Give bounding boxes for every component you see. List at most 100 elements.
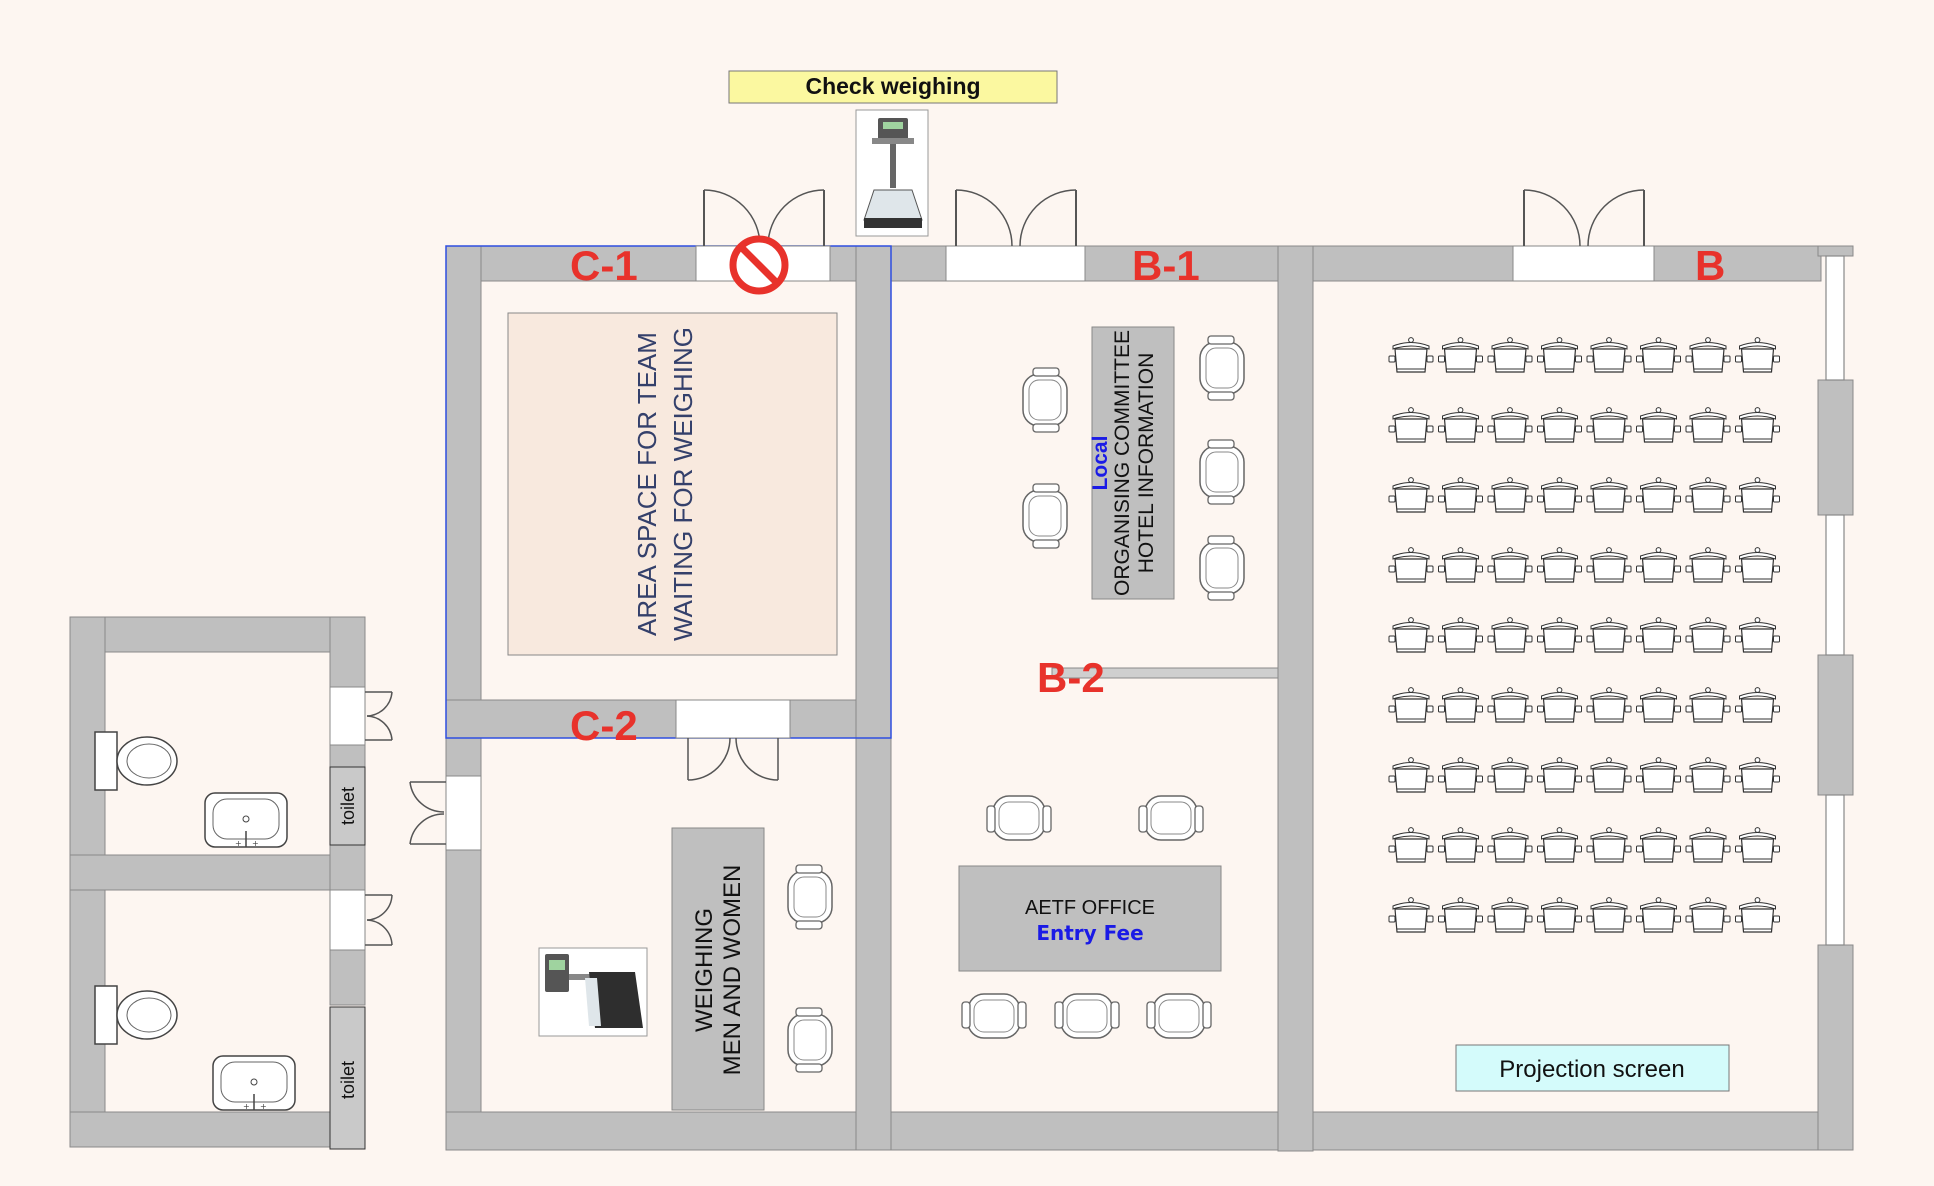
seat-icon — [1685, 686, 1731, 723]
c1-area-outline — [445, 245, 892, 739]
toilet-sign-bottom — [329, 1006, 366, 1150]
toilet-icon — [94, 731, 178, 791]
door-label-b: B — [1695, 242, 1725, 289]
weighing-line1: WEIGHING — [691, 908, 718, 1032]
seat-icon — [1388, 616, 1434, 653]
seat-icon — [1437, 896, 1484, 933]
windows — [1825, 255, 1845, 946]
seat-icon — [1437, 477, 1484, 513]
seat-icon — [1536, 686, 1583, 723]
chair-icon — [787, 864, 833, 930]
seat-icon — [1734, 477, 1781, 513]
no-entry-icon — [729, 235, 789, 295]
door-b1[interactable] — [945, 189, 1086, 282]
projection-screen — [1455, 1044, 1730, 1092]
seat-icon — [1635, 686, 1682, 723]
seat-icon — [1734, 896, 1781, 933]
door-label-c1: C-1 — [570, 242, 638, 289]
seat-icon — [1586, 826, 1632, 863]
door-label-b1: B-1 — [1132, 242, 1200, 289]
seat-icon — [1437, 686, 1484, 723]
seat-icon — [1487, 826, 1533, 863]
chair-icon — [1022, 483, 1068, 549]
seat-icon — [1734, 407, 1781, 443]
seat-icon — [1437, 756, 1484, 793]
seating-grid — [1388, 337, 1781, 933]
seat-icon — [1635, 826, 1682, 863]
seat-icon — [1487, 477, 1533, 513]
chair-icon — [1199, 535, 1245, 601]
seat-icon — [1437, 826, 1484, 863]
chair-icon — [1022, 367, 1068, 433]
toilet-sign-top — [329, 766, 366, 846]
seat-icon — [1685, 826, 1731, 863]
weighing-scale-icon — [538, 947, 648, 1037]
door-toilet-bottom[interactable] — [329, 889, 393, 951]
seat-icon — [1487, 616, 1533, 653]
seat-icon — [1685, 756, 1731, 793]
seat-icon — [1586, 686, 1632, 723]
seat-icon — [1536, 407, 1583, 443]
door-label-b2: B-2 — [1037, 654, 1105, 701]
aetf-office-label: AETF OFFICE — [1025, 897, 1155, 919]
seat-icon — [1685, 407, 1731, 443]
sink-icon — [204, 792, 288, 849]
chair-icon — [1199, 439, 1245, 505]
seat-icon — [1388, 337, 1434, 373]
seat-icon — [1536, 896, 1583, 933]
chair-icon — [1138, 795, 1204, 841]
seat-icon — [1635, 896, 1682, 933]
door-b[interactable] — [1512, 189, 1655, 282]
seat-icon — [1536, 616, 1583, 653]
seat-icon — [1388, 826, 1434, 863]
chair-icon — [1199, 335, 1245, 401]
waiting-area-line1: AREA SPACE FOR TEAM — [632, 332, 662, 636]
organising-desk — [1091, 326, 1175, 600]
seat-icon — [1487, 756, 1533, 793]
chair-icon — [986, 795, 1052, 841]
seat-icon — [1586, 546, 1632, 583]
seat-icon — [1635, 756, 1682, 793]
seat-icon — [1734, 826, 1781, 863]
seat-icon — [1388, 896, 1434, 933]
chair-icon — [1054, 993, 1120, 1039]
chair-icon — [961, 993, 1027, 1039]
check-weighing-scale-icon — [855, 109, 929, 237]
seat-icon — [1536, 337, 1583, 373]
door-weighing-side[interactable] — [409, 775, 482, 851]
seat-icon — [1635, 546, 1682, 583]
seat-icon — [1437, 407, 1484, 443]
weighing-desk — [671, 827, 765, 1111]
seat-icon — [1388, 756, 1434, 793]
toilet-label-top: toilet — [338, 787, 358, 825]
seat-icon — [1487, 407, 1533, 443]
seat-icon — [1586, 407, 1632, 443]
sink-icon — [212, 1055, 296, 1112]
check-weighing-banner — [728, 70, 1058, 104]
seat-icon — [1487, 546, 1533, 583]
seat-icon — [1536, 546, 1583, 583]
seat-icon — [1635, 477, 1682, 513]
seat-icon — [1388, 686, 1434, 723]
waiting-area-line2: WAITING FOR WEIGHING — [668, 327, 698, 641]
door-c2[interactable] — [675, 699, 791, 781]
seat-icon — [1635, 407, 1682, 443]
seat-icon — [1388, 546, 1434, 583]
seat-icon — [1734, 616, 1781, 653]
seat-icon — [1734, 686, 1781, 723]
seat-icon — [1586, 756, 1632, 793]
aetf-office-desk — [958, 865, 1222, 972]
seat-icon — [1586, 337, 1632, 373]
seat-icon — [1586, 896, 1632, 933]
seat-icon — [1487, 896, 1533, 933]
seat-icon — [1685, 337, 1731, 373]
door-toilet-top[interactable] — [329, 686, 393, 746]
seat-icon — [1388, 477, 1434, 513]
projection-screen-label: Projection screen — [1499, 1056, 1684, 1083]
seat-icon — [1437, 337, 1484, 373]
door-label-c2: C-2 — [570, 702, 638, 749]
waiting-area — [507, 312, 838, 656]
local-label: Local — [1089, 436, 1112, 491]
seat-icon — [1437, 616, 1484, 653]
